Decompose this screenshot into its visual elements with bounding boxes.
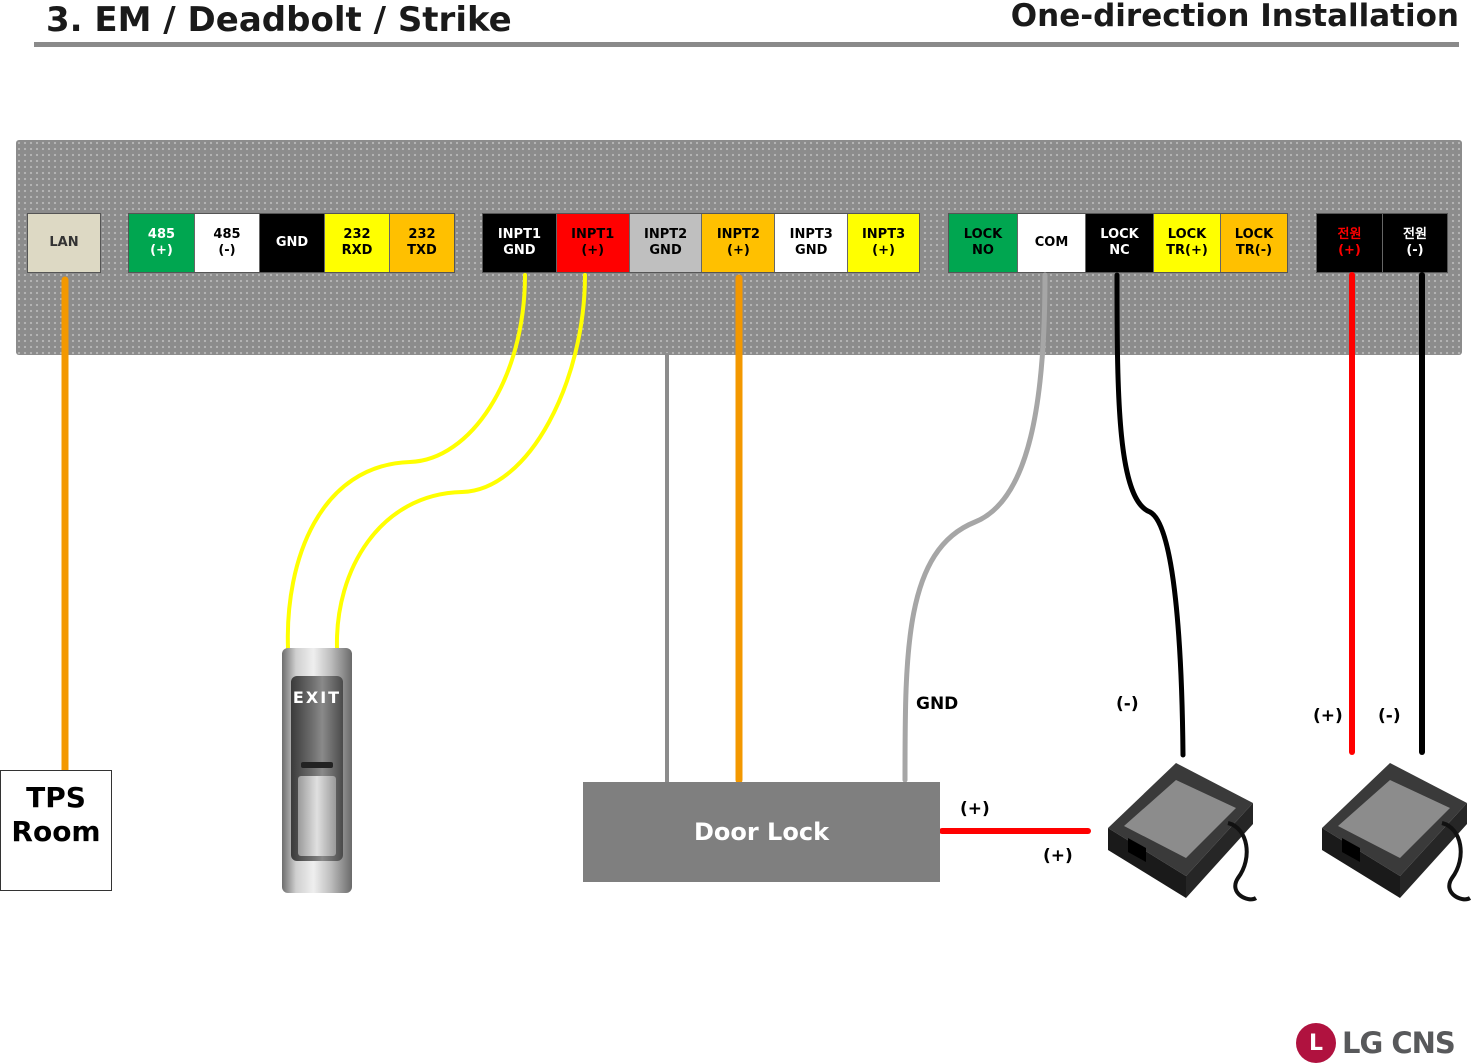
label-pos-adapter: (+) [1043, 846, 1073, 866]
terminal-block-power: 전원 (+) 전원 (-) [1316, 213, 1448, 273]
label-gnd: GND [916, 694, 959, 714]
terminal-com: COM [1017, 214, 1085, 272]
lock-nc-wire [1114, 272, 1186, 758]
com-wire [902, 272, 1048, 783]
lg-cns-logo: L LG CNS [1296, 1023, 1456, 1063]
terminal-power-pos: 전원 (+) [1317, 214, 1382, 272]
exit-button-device: EXIT [282, 648, 352, 893]
label-pos-power: (+) [1313, 706, 1343, 726]
door-lock-box: Door Lock [583, 782, 940, 882]
page-title: 3. EM / Deadbolt / Strike [46, 0, 512, 40]
terminal-gnd: GND [259, 214, 324, 272]
terminal-inpt3-gnd: INPT3 GND [774, 214, 848, 272]
exit-button-label: EXIT [292, 688, 342, 707]
terminal-power-neg: 전원 (-) [1382, 214, 1447, 272]
terminal-485-neg: 485 (-) [194, 214, 259, 272]
terminal-232-rxd: 232 RXD [324, 214, 389, 272]
power-adapter-1 [1108, 763, 1258, 902]
terminal-lock-tr-pos: LOCK TR(+) [1153, 214, 1220, 272]
lg-logo-icon: L [1296, 1023, 1336, 1063]
terminal-lan: LAN [28, 214, 100, 272]
exit-button-slot [301, 762, 333, 768]
label-neg-power: (-) [1378, 706, 1401, 726]
exit-wire-gnd [285, 273, 527, 650]
terminal-lock-nc: LOCK NC [1085, 214, 1153, 272]
terminal-inpt2-pos: INPT2 (+) [701, 214, 775, 272]
terminal-block-lan: LAN [27, 213, 101, 273]
label-pos-door: (+) [960, 799, 990, 819]
terminal-block-lock: LOCK NO COM LOCK NC LOCK TR(+) LOCK TR(-… [948, 213, 1288, 273]
terminal-inpt1-gnd: INPT1 GND [483, 214, 556, 272]
terminal-lock-tr-neg: LOCK TR(-) [1220, 214, 1287, 272]
power-adapter-2 [1322, 763, 1472, 902]
terminal-232-txd: 232 TXD [389, 214, 454, 272]
terminal-block-comm: 485 (+) 485 (-) GND 232 RXD 232 TXD [128, 213, 455, 273]
title-divider [34, 42, 1459, 47]
terminal-block-inputs: INPT1 GND INPT1 (+) INPT2 GND INPT2 (+) … [482, 213, 920, 273]
terminal-inpt3-pos: INPT3 (+) [847, 214, 919, 272]
tps-room-box: TPS Room [0, 770, 112, 891]
logo-text: LG CNS [1342, 1026, 1456, 1060]
terminal-485-pos: 485 (+) [129, 214, 194, 272]
terminal-lock-no: LOCK NO [949, 214, 1017, 272]
page-subtitle: One-direction Installation [1010, 0, 1459, 34]
label-neg-lock: (-) [1116, 694, 1139, 714]
exit-wire-pos [334, 273, 587, 650]
terminal-inpt1-pos: INPT1 (+) [555, 214, 629, 272]
exit-button-push [298, 776, 336, 856]
exit-button-plate: EXIT [291, 676, 343, 861]
terminal-inpt2-gnd: INPT2 GND [628, 214, 702, 272]
